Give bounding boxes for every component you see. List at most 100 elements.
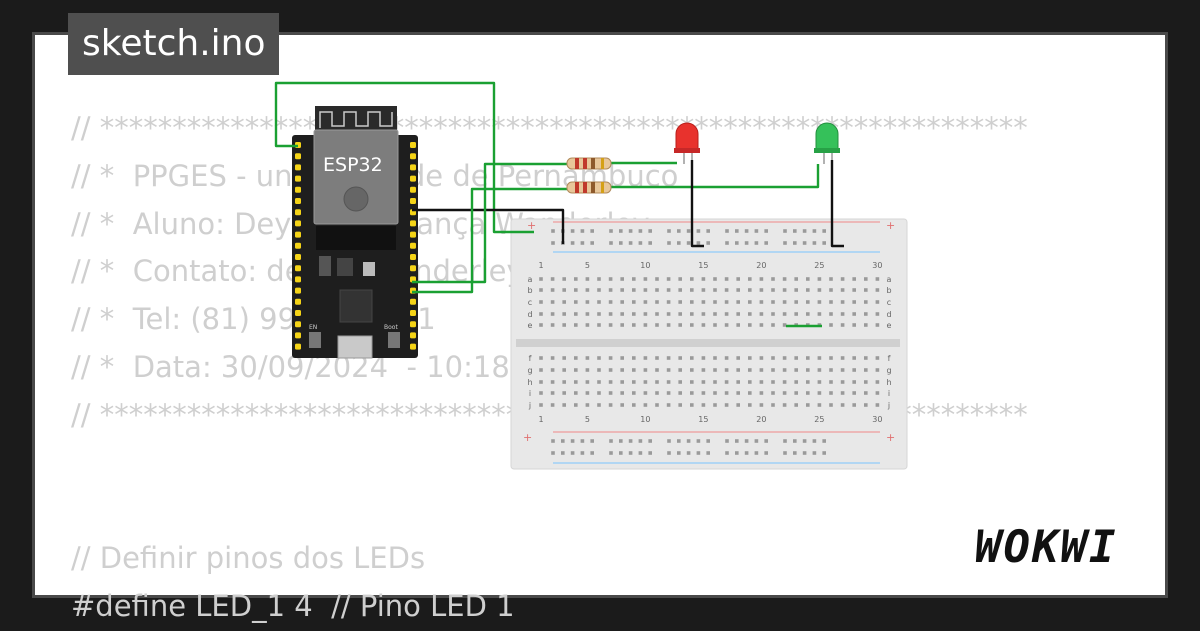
rail-hole[interactable] xyxy=(783,241,787,245)
breadboard-hole[interactable] xyxy=(782,300,787,304)
breadboard-hole[interactable] xyxy=(748,391,752,395)
breadboard-hole[interactable] xyxy=(585,356,590,360)
rail-hole[interactable] xyxy=(744,439,749,443)
breadboard-hole[interactable] xyxy=(782,403,787,407)
breadboard-hole[interactable] xyxy=(678,288,682,292)
breadboard-hole[interactable] xyxy=(574,356,578,360)
breadboard-hole[interactable] xyxy=(748,323,752,327)
breadboard-hole[interactable] xyxy=(736,323,740,327)
breadboard-hole[interactable] xyxy=(759,312,764,316)
breadboard-hole[interactable] xyxy=(701,403,706,407)
breadboard-hole[interactable] xyxy=(666,312,671,316)
breadboard-hole[interactable] xyxy=(724,323,729,327)
rail-hole[interactable] xyxy=(706,241,710,245)
breadboard-hole[interactable] xyxy=(701,312,706,316)
rail-hole[interactable] xyxy=(580,229,585,233)
breadboard-hole[interactable] xyxy=(864,391,868,395)
breadboard-hole[interactable] xyxy=(771,368,775,372)
breadboard-hole[interactable] xyxy=(724,403,729,407)
breadboard-hole[interactable] xyxy=(562,368,566,372)
breadboard-hole[interactable] xyxy=(794,300,798,304)
breadboard-hole[interactable] xyxy=(620,323,624,327)
esp32-pin[interactable] xyxy=(410,198,416,204)
breadboard-hole[interactable] xyxy=(632,277,636,281)
breadboard-hole[interactable] xyxy=(794,277,798,281)
breadboard-hole[interactable] xyxy=(643,403,648,407)
breadboard-hole[interactable] xyxy=(713,403,717,407)
rail-hole[interactable] xyxy=(725,451,729,455)
breadboard-hole[interactable] xyxy=(678,368,682,372)
rail-hole[interactable] xyxy=(793,241,797,245)
breadboard-hole[interactable] xyxy=(701,323,706,327)
breadboard-hole[interactable] xyxy=(597,391,601,395)
breadboard-hole[interactable] xyxy=(550,356,555,360)
rail-hole[interactable] xyxy=(754,439,759,443)
rail-hole[interactable] xyxy=(822,229,826,233)
breadboard-hole[interactable] xyxy=(806,403,810,407)
breadboard-hole[interactable] xyxy=(806,391,810,395)
breadboard-hole[interactable] xyxy=(632,312,636,316)
breadboard-hole[interactable] xyxy=(864,368,868,372)
breadboard-hole[interactable] xyxy=(620,403,624,407)
breadboard-hole[interactable] xyxy=(840,391,845,395)
rail-hole[interactable] xyxy=(667,451,671,455)
rail-hole[interactable] xyxy=(764,439,768,443)
breadboard-hole[interactable] xyxy=(852,312,856,316)
breadboard-hole[interactable] xyxy=(539,380,543,384)
breadboard-hole[interactable] xyxy=(539,323,543,327)
breadboard-hole[interactable] xyxy=(550,288,555,292)
breadboard-hole[interactable] xyxy=(817,312,822,316)
breadboard-hole[interactable] xyxy=(562,312,566,316)
breadboard-hole[interactable] xyxy=(608,368,613,372)
breadboard-hole[interactable] xyxy=(794,312,798,316)
breadboard-hole[interactable] xyxy=(806,300,810,304)
breadboard-hole[interactable] xyxy=(655,312,659,316)
breadboard-hole[interactable] xyxy=(852,368,856,372)
breadboard-hole[interactable] xyxy=(852,323,856,327)
rail-hole[interactable] xyxy=(570,241,575,245)
breadboard-hole[interactable] xyxy=(597,312,601,316)
breadboard-hole[interactable] xyxy=(724,380,729,384)
breadboard-hole[interactable] xyxy=(782,323,787,327)
esp32-pin[interactable] xyxy=(295,254,301,260)
breadboard-hole[interactable] xyxy=(864,323,868,327)
breadboard-hole[interactable] xyxy=(620,288,624,292)
breadboard-hole[interactable] xyxy=(620,356,624,360)
rail-hole[interactable] xyxy=(706,439,710,443)
breadboard-hole[interactable] xyxy=(759,391,764,395)
esp32-pin[interactable] xyxy=(295,265,301,272)
breadboard-hole[interactable] xyxy=(574,323,578,327)
breadboard-hole[interactable] xyxy=(585,368,590,372)
rail-hole[interactable] xyxy=(822,451,826,455)
breadboard-hole[interactable] xyxy=(759,288,764,292)
breadboard-hole[interactable] xyxy=(840,356,845,360)
breadboard-hole[interactable] xyxy=(608,277,613,281)
breadboard-hole[interactable] xyxy=(585,380,590,384)
led-red[interactable] xyxy=(674,122,700,164)
breadboard-hole[interactable] xyxy=(713,380,717,384)
esp32-pin[interactable] xyxy=(295,287,301,294)
rail-hole[interactable] xyxy=(628,451,633,455)
esp32-pin[interactable] xyxy=(410,321,416,328)
breadboard-hole[interactable] xyxy=(701,368,706,372)
breadboard-hole[interactable] xyxy=(771,391,775,395)
breadboard-hole[interactable] xyxy=(748,403,752,407)
rail-hole[interactable] xyxy=(580,439,585,443)
breadboard-hole[interactable] xyxy=(713,300,717,304)
breadboard-hole[interactable] xyxy=(864,300,868,304)
breadboard-hole[interactable] xyxy=(690,391,694,395)
rail-hole[interactable] xyxy=(677,451,681,455)
breadboard-hole[interactable] xyxy=(655,380,659,384)
rail-hole[interactable] xyxy=(783,229,787,233)
breadboard-hole[interactable] xyxy=(562,380,566,384)
breadboard-hole[interactable] xyxy=(643,277,648,281)
rail-hole[interactable] xyxy=(802,439,807,443)
breadboard-hole[interactable] xyxy=(794,391,798,395)
breadboard-hole[interactable] xyxy=(829,368,833,372)
breadboard-hole[interactable] xyxy=(771,277,775,281)
breadboard-hole[interactable] xyxy=(829,300,833,304)
breadboard-hole[interactable] xyxy=(794,403,798,407)
rail-hole[interactable] xyxy=(570,439,575,443)
esp32-pin[interactable] xyxy=(295,220,301,227)
